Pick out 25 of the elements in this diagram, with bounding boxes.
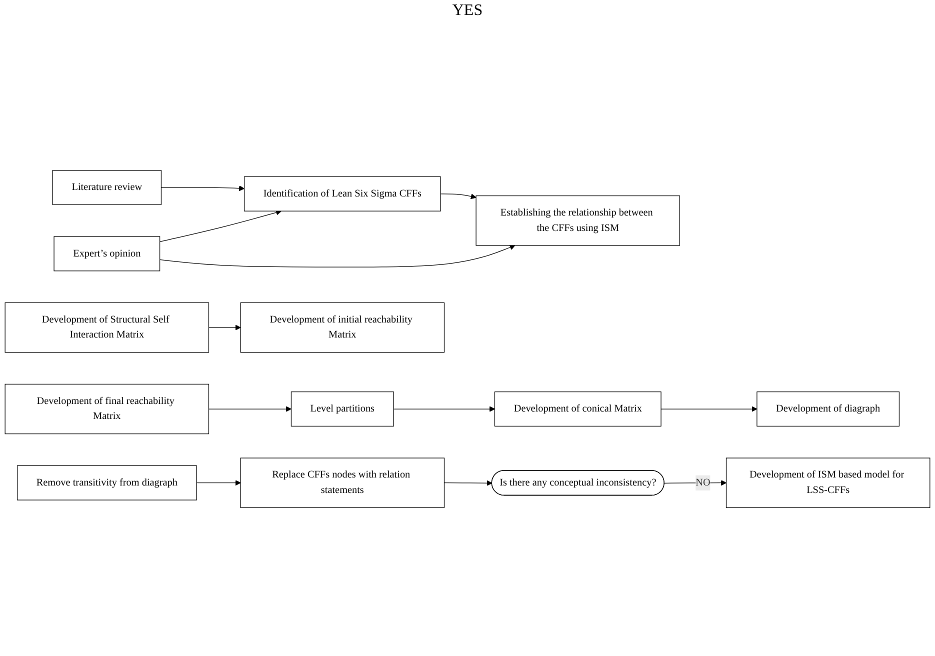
node-box: Identification of Lean Six Sigma CFFs (244, 176, 441, 212)
node-box: Development of diagraph (756, 392, 900, 426)
node-box: Development of initial reachability Matrix (240, 302, 445, 353)
node-box: Development of conical Matrix (494, 392, 662, 426)
arrow (196, 480, 241, 486)
arrow (160, 244, 516, 268)
node-box: Development of Structural Self Interaction Matrix (4, 302, 210, 353)
arrow (160, 210, 282, 242)
node-box: Literature review (52, 170, 162, 206)
arrow (208, 406, 292, 412)
node-box: Development of ISM based model for LSS-CFFs (726, 458, 930, 508)
edge-label: NO (696, 477, 710, 488)
node-box: Expert’s opinion (54, 236, 160, 272)
node-box: Replace CFFs nodes with relation statements (240, 458, 445, 508)
arrow (208, 324, 241, 330)
arrow (160, 186, 245, 192)
arrow (444, 480, 492, 486)
arrow (393, 406, 495, 412)
node-box: Remove transitivity from diagraph (16, 465, 197, 500)
arrow (660, 406, 758, 412)
node-box: Level partitions (290, 392, 394, 426)
node-box: Development of final reachability Matrix (4, 384, 210, 434)
arrow (440, 194, 476, 200)
note-label: YES (452, 2, 483, 20)
node-box: Establishing the relationship between the CFFs using ISM (476, 195, 680, 246)
